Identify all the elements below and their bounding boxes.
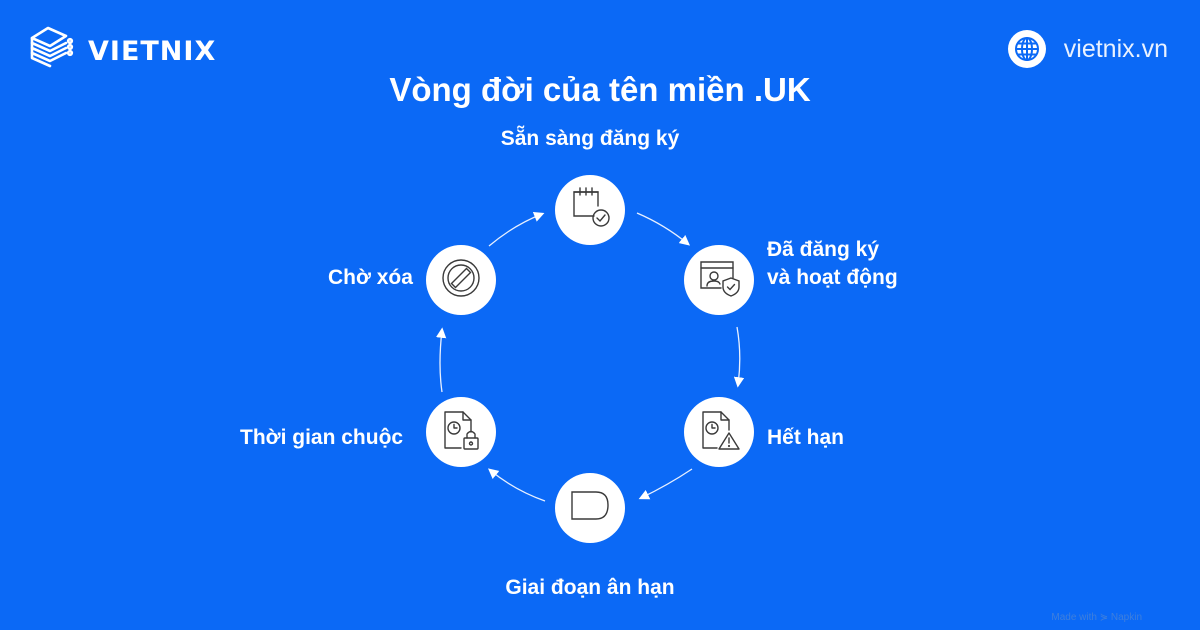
globe-icon	[1007, 30, 1046, 68]
file-clock-lock-icon	[437, 406, 485, 459]
brand-logo: VIETNIX	[28, 24, 216, 79]
page-title: Vòng đời của tên miền .UK	[389, 71, 811, 108]
stage-node-grace	[555, 473, 625, 543]
stage-node-available	[555, 175, 625, 245]
calendar-check-icon	[566, 184, 614, 237]
stage-node-redemption	[426, 397, 496, 467]
stage-label-registered: Đã đăng ký và hoạt động	[767, 238, 898, 289]
brand-name: VIETNIX	[88, 36, 217, 67]
stage-label-pending-delete: Chờ xóa	[328, 266, 413, 289]
stage-node-expired	[684, 397, 754, 467]
server-stack-icon	[28, 24, 78, 79]
user-shield-icon	[695, 254, 743, 307]
website-url: vietnix.vn	[1063, 34, 1168, 63]
d-shape-icon	[566, 482, 614, 535]
stage-node-registered	[684, 245, 754, 315]
stage-label-expired: Hết hạn	[767, 426, 845, 449]
file-clock-warning-icon	[695, 406, 743, 459]
stage-node-pending-delete	[426, 245, 496, 315]
stage-label-available: Sẵn sàng đăng ký	[500, 127, 680, 150]
napkin-credit: Made with ⋟ Napkin	[1051, 612, 1142, 623]
prohibited-icon	[437, 254, 485, 307]
stage-label-redemption: Thời gian chuộc	[240, 426, 404, 449]
website-link[interactable]: vietnix.vn	[1007, 30, 1168, 68]
stage-label-grace: Giai đoạn ân hạn	[505, 576, 675, 599]
